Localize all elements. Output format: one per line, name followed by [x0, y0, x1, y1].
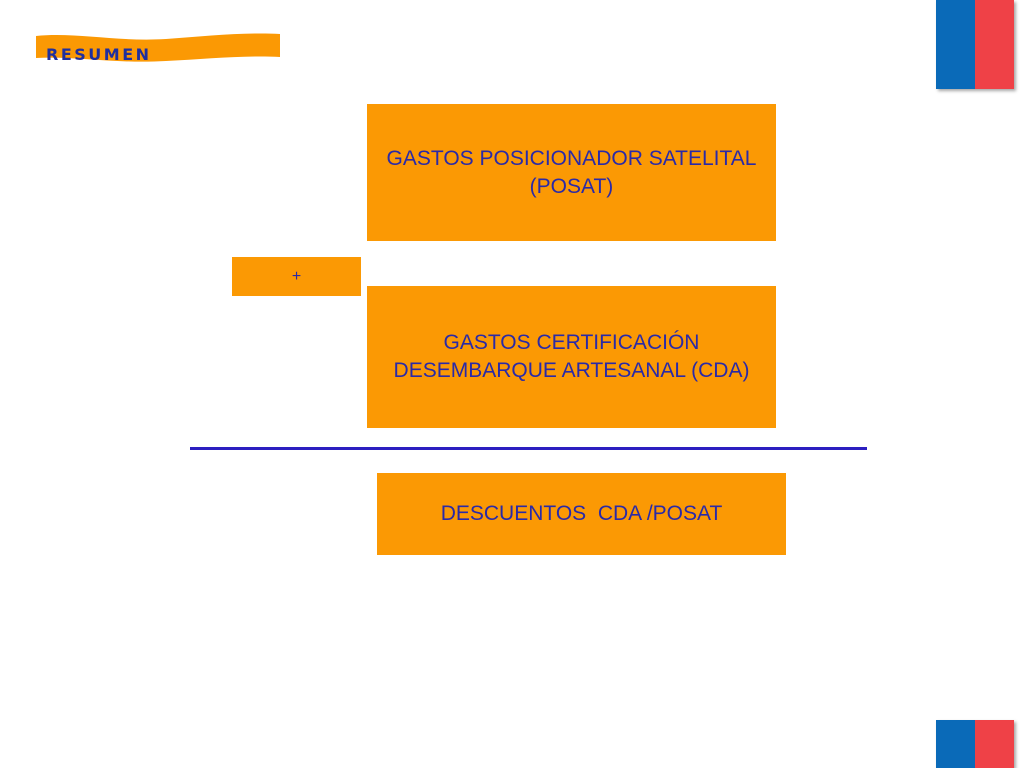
- cda-expense-box: GASTOS CERTIFICACIÓN DESEMBARQUE ARTESAN…: [367, 286, 776, 428]
- plus-operator-box: +: [232, 257, 361, 296]
- slide-title: RESUMEN: [46, 45, 152, 64]
- sum-divider-line: [190, 447, 867, 450]
- discounts-result-label: DESCUENTOS CDA /POSAT: [440, 502, 723, 525]
- discounts-result-box: DESCUENTOS CDA /POSAT: [377, 473, 786, 555]
- chile-flag-icon: [936, 720, 1014, 768]
- chile-flag-icon: [936, 0, 1014, 89]
- plus-operator: +: [291, 267, 302, 285]
- header-swoosh: [36, 33, 280, 62]
- posat-expense-label-line2: (POSAT): [529, 174, 614, 198]
- cda-expense-label-line2: DESEMBARQUE ARTESANAL (CDA): [393, 359, 750, 382]
- posat-expense-label-line1: GASTOS POSICIONADOR SATELITAL: [386, 146, 757, 170]
- cda-expense-label-line1: GASTOS CERTIFICACIÓN: [443, 331, 700, 354]
- posat-expense-box: GASTOS POSICIONADOR SATELITAL (POSAT): [367, 104, 776, 241]
